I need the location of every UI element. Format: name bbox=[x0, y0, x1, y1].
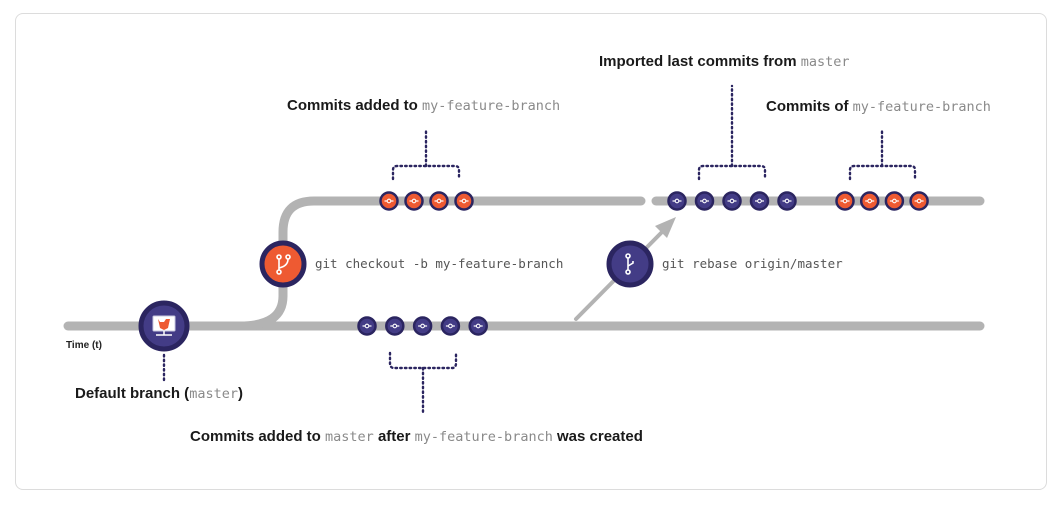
label-text: was created bbox=[552, 428, 643, 445]
label-code: master bbox=[800, 54, 850, 70]
label-commits-of-feature: Commits of my-feature-branch bbox=[766, 98, 991, 115]
commit-node bbox=[749, 191, 770, 211]
label-text: Commits added to bbox=[287, 97, 423, 114]
label-commits-added-feature: Commits added to my-feature-branch bbox=[287, 97, 560, 114]
git-commit-icon bbox=[782, 198, 792, 204]
label-text: Commits added to bbox=[190, 428, 326, 445]
git-commit-icon bbox=[889, 198, 899, 204]
rebase-node bbox=[606, 240, 654, 288]
commit-node bbox=[404, 191, 424, 211]
git-commit-icon bbox=[865, 198, 875, 204]
git-commit-icon bbox=[914, 198, 924, 204]
commit-node bbox=[454, 191, 474, 211]
bracket-feature-original bbox=[391, 129, 461, 181]
git-commit-icon bbox=[672, 198, 682, 204]
label-text: after bbox=[373, 428, 415, 445]
git-commit-icon bbox=[445, 323, 455, 329]
commit-node bbox=[385, 316, 405, 336]
git-commit-icon bbox=[459, 198, 469, 204]
commit-node bbox=[429, 191, 449, 211]
git-commit-icon bbox=[840, 198, 850, 204]
commit-node bbox=[412, 316, 433, 336]
label-text: Default branch ( bbox=[75, 385, 190, 402]
bracket-feature-commits bbox=[848, 129, 917, 181]
label-default-branch: Default branch (master) bbox=[75, 385, 243, 402]
git-commit-icon bbox=[755, 198, 764, 204]
git-commit-icon bbox=[700, 198, 709, 204]
label-imported-last-commits: Imported last commits from master bbox=[599, 53, 849, 70]
commit-node bbox=[777, 191, 797, 211]
git-rebase-icon bbox=[625, 253, 634, 275]
git-commit-icon bbox=[409, 198, 419, 204]
label-text: ) bbox=[237, 385, 243, 402]
label-code: my-feature-branch bbox=[414, 429, 553, 445]
label-code: my-feature-branch bbox=[852, 99, 991, 115]
commit-node bbox=[909, 191, 929, 211]
git-branch-icon bbox=[276, 254, 291, 275]
git-commit-icon bbox=[473, 323, 483, 329]
commit-node bbox=[667, 191, 687, 211]
commit-node bbox=[694, 191, 715, 211]
annotation-brackets bbox=[162, 84, 917, 415]
default-branch-node bbox=[138, 300, 190, 352]
commit-node bbox=[379, 191, 399, 211]
git-commit-icon bbox=[384, 198, 394, 204]
label-text: Imported last commits from bbox=[599, 53, 801, 70]
bracket-imported-master bbox=[697, 84, 767, 181]
commit-node bbox=[468, 316, 488, 336]
git-commit-icon bbox=[390, 323, 400, 329]
label-commits-added-master: Commits added to master after my-feature… bbox=[190, 428, 643, 445]
commit-node bbox=[835, 191, 855, 211]
gitlab-monitor-icon bbox=[152, 315, 176, 336]
command-git-checkout: git checkout -b my-feature-branch bbox=[315, 256, 564, 271]
git-commit-icon bbox=[418, 323, 428, 329]
commit-node bbox=[859, 191, 880, 211]
command-git-rebase: git rebase origin/master bbox=[662, 256, 843, 271]
label-code: master bbox=[325, 429, 374, 445]
commit-node bbox=[884, 191, 905, 211]
git-commit-icon bbox=[362, 323, 372, 329]
checkout-node bbox=[259, 240, 307, 288]
commit-node bbox=[440, 316, 461, 336]
label-text: Commits of bbox=[766, 98, 853, 115]
commit-node bbox=[722, 191, 742, 211]
git-commit-icon bbox=[727, 198, 737, 204]
rebase-arrow-head bbox=[655, 217, 676, 238]
time-axis-label: Time (t) bbox=[66, 340, 102, 351]
label-code: master bbox=[189, 386, 238, 402]
commit-node bbox=[357, 316, 377, 336]
bracket-master-commits bbox=[388, 351, 458, 415]
commit-nodes bbox=[357, 191, 929, 336]
git-commit-icon bbox=[434, 198, 444, 204]
diagram-card bbox=[15, 13, 1047, 490]
label-code: my-feature-branch bbox=[422, 98, 561, 114]
